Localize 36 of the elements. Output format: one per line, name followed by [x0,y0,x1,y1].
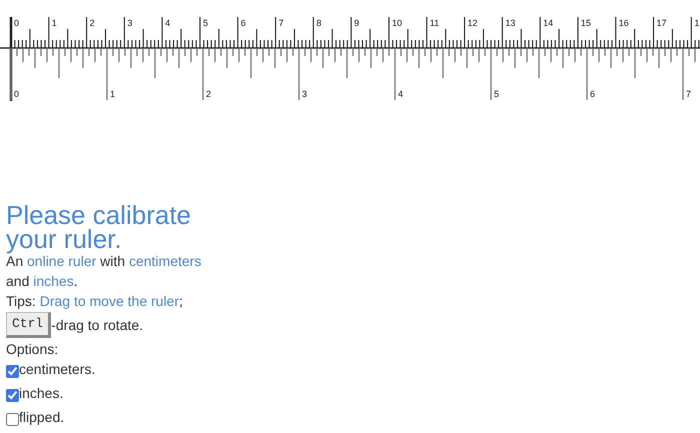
option-label: centimeters. [19,360,96,378]
centimeter-number: 14 [543,18,554,28]
inch-number: 0 [14,89,20,99]
option-label: inches. [19,384,64,402]
centimeter-number: 9 [354,18,360,28]
intro-text: An online ruler with centimeters and inches. [6,253,202,291]
options-label: Options: [6,340,58,359]
centimeter-number: 2 [90,18,95,28]
centimeter-number: 11 [430,18,440,28]
centimeter-number: 13 [505,18,516,28]
inch-number: 6 [590,89,596,99]
tips-text: -drag to rotate. [51,316,144,335]
centimeter-number: 15 [580,18,591,28]
inch-number: 1 [110,89,116,99]
inch-number: 5 [494,89,500,99]
centimeter-number: 16 [618,18,629,28]
centimeter-number: 1 [52,18,57,28]
centimeter-number: 5 [202,18,208,28]
centimeter-number: 0 [14,18,20,28]
centimeter-number: 6 [240,18,246,28]
inch-number: 4 [398,89,404,99]
centimeter-number: 1 [694,18,700,28]
key-cap: Ctrl [6,312,52,338]
centimeter-number: 17 [656,18,667,28]
inch-number: 3 [302,89,308,99]
centimeter-number: 3 [127,18,132,28]
option-label: flipped. [19,408,64,426]
centimeter-number: 7 [278,18,284,28]
inch-number: 7 [686,89,692,99]
tips-text: Tips: Drag to move the ruler; [6,292,184,311]
inch-number: 2 [206,89,212,99]
heading: Please calibrate your ruler. [6,203,192,251]
centimeter-number: 8 [316,18,322,28]
centimeter-number: 12 [468,18,478,28]
centimeter-number: 10 [392,18,402,28]
centimeter-number: 4 [165,18,170,28]
